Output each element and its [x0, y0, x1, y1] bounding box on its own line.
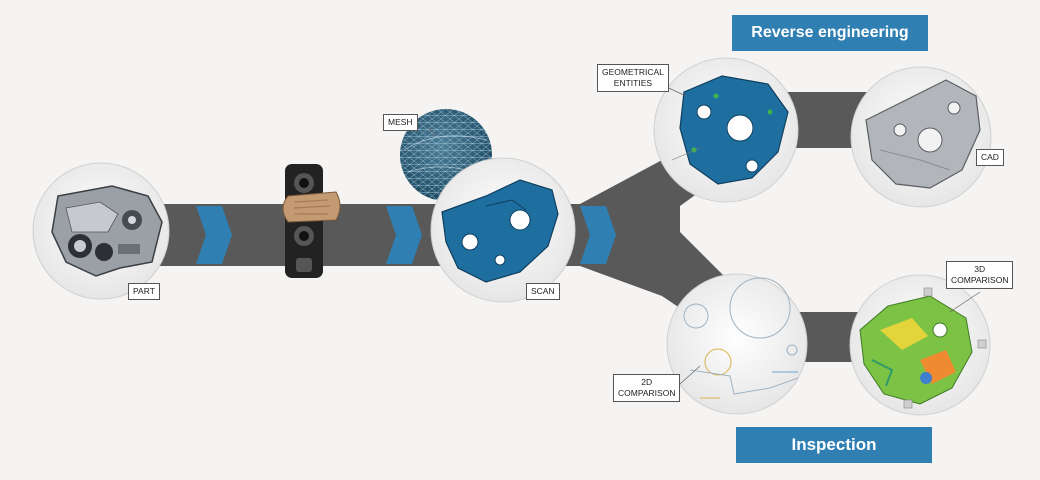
part-label: PART	[128, 283, 160, 300]
3d-comparison-label: 3D COMPARISON	[946, 261, 1014, 289]
3d-comparison-line-1: 3D	[974, 264, 986, 274]
geometrical-entities-label: GEOMETRICAL ENTITIES	[597, 64, 669, 92]
geometrical-entities-stage	[653, 57, 799, 203]
chevron-right-icon	[196, 206, 232, 264]
reverse-engineering-banner: Reverse engineering	[732, 15, 928, 51]
reverse-engineering-text: Reverse engineering	[751, 24, 909, 41]
chevron-right-icon	[386, 206, 422, 264]
inspection-banner: Inspection	[736, 427, 932, 463]
callout-leaders	[427, 83, 981, 385]
chevron-right-icon	[580, 206, 616, 264]
scan-stage	[430, 157, 576, 303]
2d-comparison-line-1: 2D	[641, 377, 653, 387]
scanner-icon	[282, 164, 341, 278]
cad-part-icon	[865, 79, 981, 189]
part-stage	[32, 162, 170, 300]
cad-label-text: CAD	[981, 152, 999, 162]
cad-label: CAD	[976, 149, 1004, 166]
flow-chevrons	[196, 206, 616, 264]
inspection-text: Inspection	[791, 435, 877, 454]
mesh-label: MESH	[383, 114, 418, 131]
mesh-label-text: MESH	[388, 117, 413, 127]
cad-stage	[850, 66, 992, 208]
geometrical-entities-line-1: GEOMETRICAL	[602, 67, 664, 77]
deviation-map-icon	[859, 287, 987, 409]
2d-comparison-stage	[666, 273, 808, 415]
2d-comparison-label: 2D COMPARISON	[613, 374, 681, 402]
scanned-part-icon	[441, 179, 559, 283]
3d-comparison-stage	[849, 274, 991, 416]
engine-part-icon	[51, 185, 163, 277]
part-label-text: PART	[133, 286, 155, 296]
2d-comparison-line-2: COMPARISON	[618, 388, 676, 398]
scan-label: SCAN	[526, 283, 560, 300]
scan-label-text: SCAN	[531, 286, 555, 296]
3d-comparison-line-2: COMPARISON	[951, 275, 1009, 285]
geometry-part-icon	[671, 75, 789, 185]
drawing-outline-icon	[683, 277, 799, 399]
geometrical-entities-line-2: ENTITIES	[613, 78, 653, 88]
